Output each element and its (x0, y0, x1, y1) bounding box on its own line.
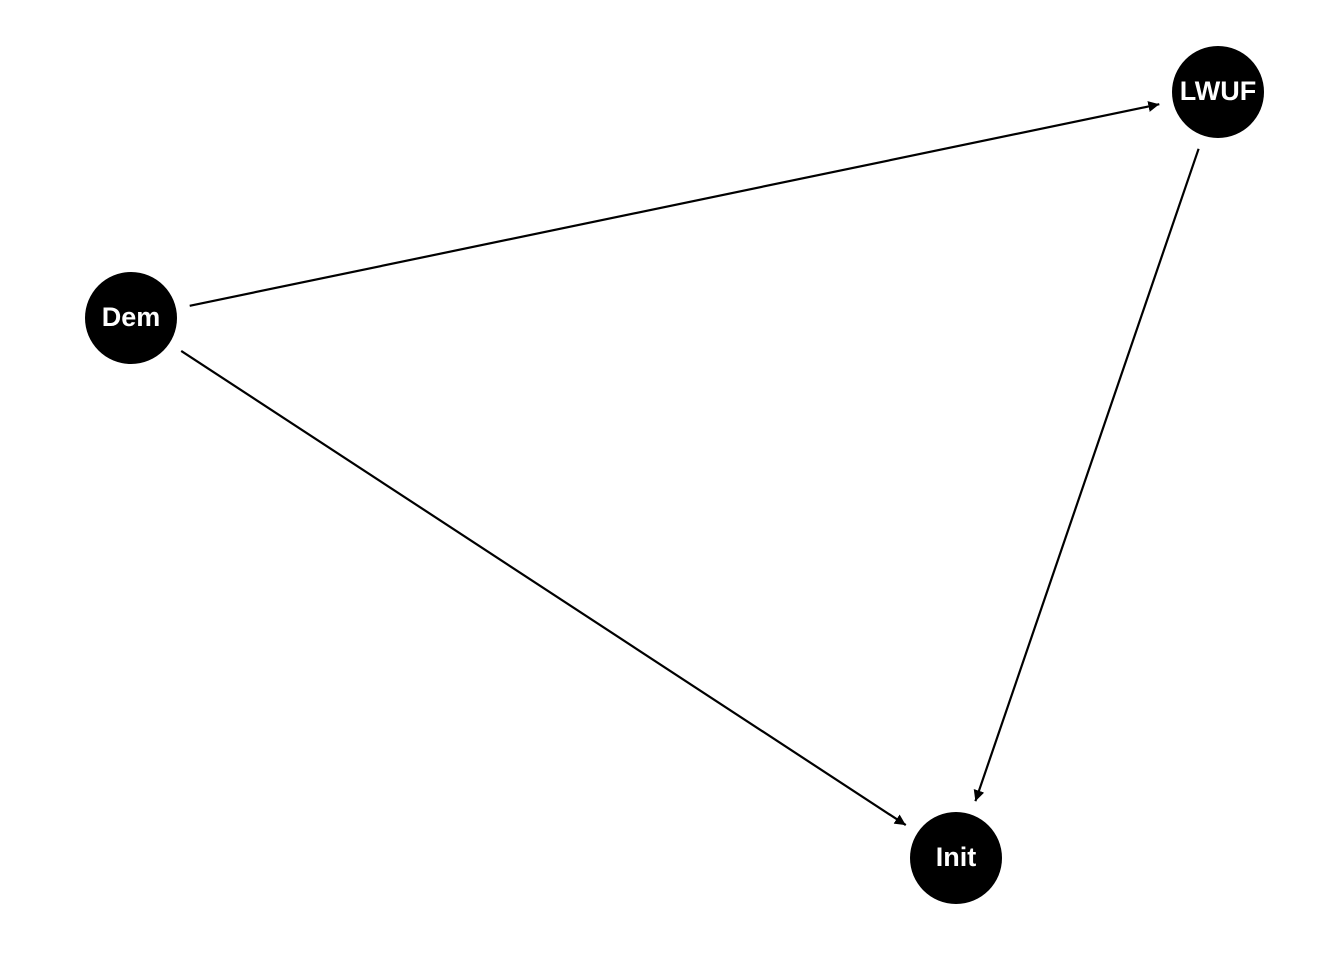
nodes: Dem LWUF Init (85, 46, 1264, 904)
node-circle (910, 812, 1002, 904)
edge-lwuf-to-init (973, 148, 1200, 802)
node-label: Dem (102, 302, 161, 332)
node-circle (1172, 46, 1264, 138)
node-dem: Dem (85, 272, 177, 364)
node-label: LWUF (1180, 76, 1256, 106)
node-label: Init (936, 842, 977, 872)
node-init: Init (910, 812, 1002, 904)
edge-dem-to-lwuf (189, 101, 1160, 307)
node-lwuf: LWUF (1172, 46, 1264, 138)
edge-dem-to-init (180, 349, 907, 827)
edges (180, 101, 1200, 827)
node-circle (85, 272, 177, 364)
